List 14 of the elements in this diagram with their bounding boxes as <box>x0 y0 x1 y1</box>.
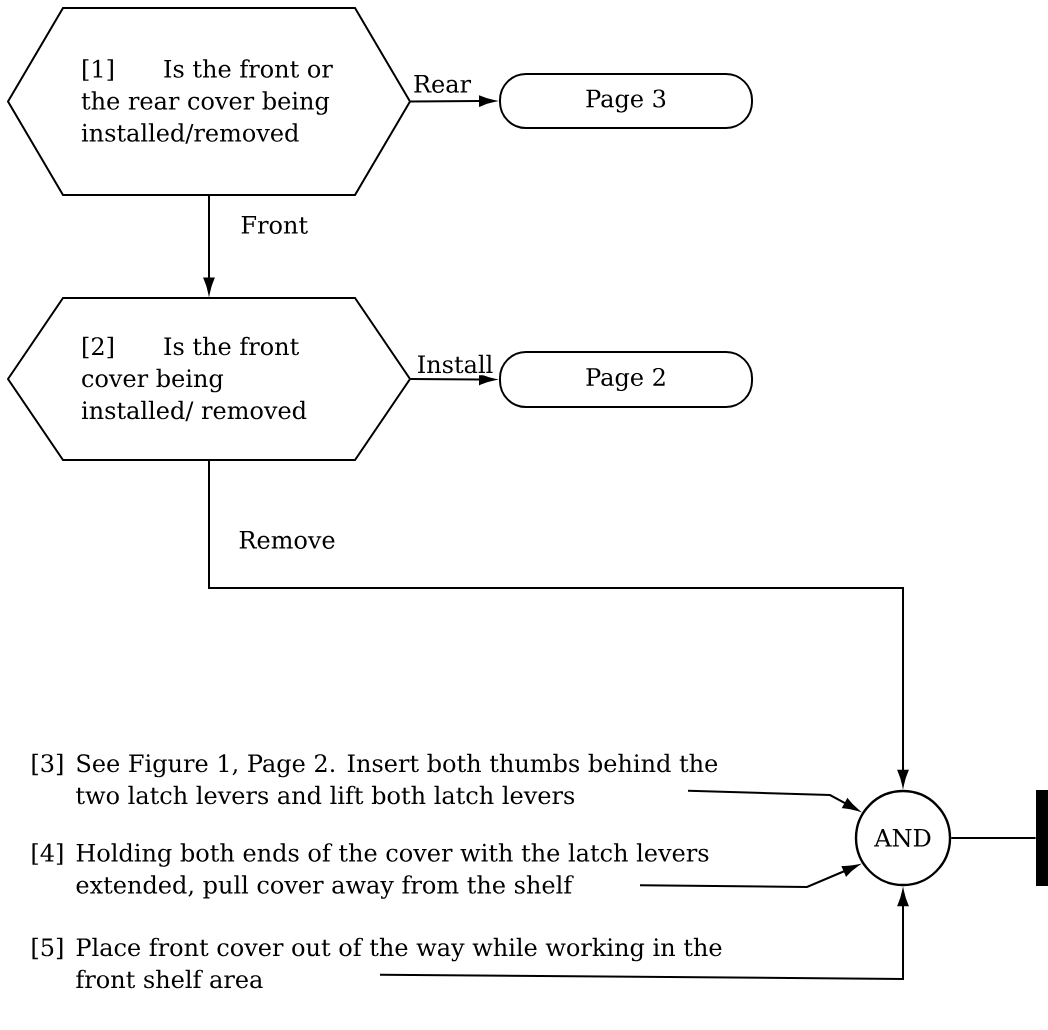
arrow <box>203 194 215 294</box>
step-text: [4] Holding both ends of the cover with the latch levers extended, pull cover away from the shelf <box>32 843 709 899</box>
connector-line <box>950 837 1037 839</box>
step-text: [5] Place front cover out of the way while working in the front shelf area <box>32 937 722 989</box>
bar <box>1036 790 1048 886</box>
edge-label: Front <box>238 214 311 236</box>
edge-label: Rear <box>411 73 474 95</box>
arrow <box>687 789 859 812</box>
terminal-box: Page 2 <box>499 351 753 408</box>
edge-label: Install <box>414 352 496 376</box>
terminal-box: Page 3 <box>499 73 753 129</box>
arrow <box>639 864 859 888</box>
edge-label: Remove <box>236 529 338 551</box>
step-text: [3] See Figure 1, Page 2. Insert both thumbs behind the two latch levers and lift both latch levers <box>32 753 718 805</box>
